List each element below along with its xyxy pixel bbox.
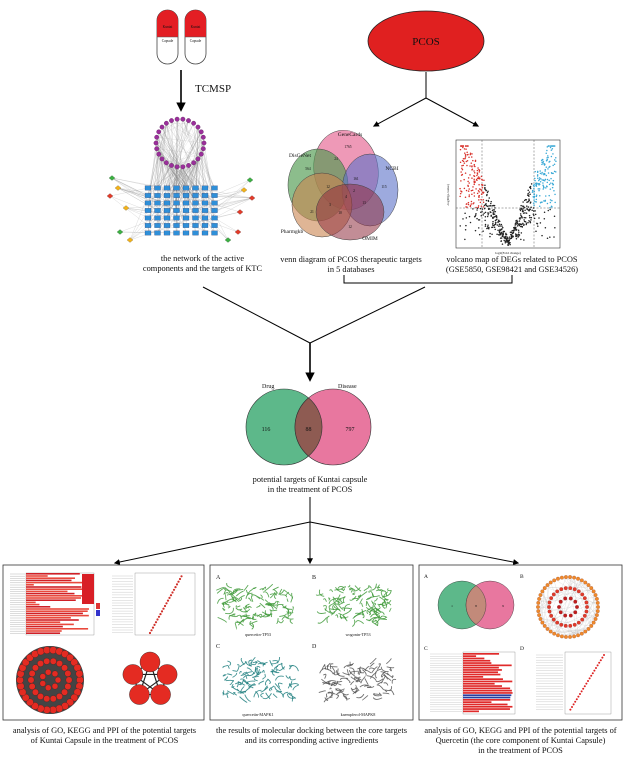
pcos-label: PCOS (412, 36, 440, 48)
svg-text:quercetin-TP53: quercetin-TP53 (245, 632, 271, 637)
svg-text:C: C (216, 644, 220, 650)
capsule-right: Kuntai Capsule (184, 9, 207, 65)
svg-text:3: 3 (329, 203, 331, 207)
svg-text:log2(Fold change): log2(Fold change) (495, 251, 522, 255)
svg-text:B: B (312, 575, 316, 581)
svg-text:161: 161 (353, 177, 359, 181)
svg-text:10: 10 (338, 211, 342, 215)
middle-panel-caption: the results of molecular docking between… (215, 726, 407, 745)
venn5-caption: venn diagram of PCOS therapeutic targets… (280, 255, 422, 274)
svg-text:115: 115 (381, 185, 386, 189)
svg-text:Kuntai: Kuntai (191, 25, 201, 29)
svg-text:-log10(p-value): -log10(p-value) (446, 183, 450, 206)
bottom-arrows (113, 497, 520, 566)
docking-panel: A B C D quercetin-TP53 wogonin-TP53 quer… (216, 575, 397, 717)
svg-text:B: B (520, 574, 524, 580)
panel-middle (209, 564, 414, 721)
svg-text:DisGeNet: DisGeNet (289, 153, 311, 159)
merge-arrows (202, 286, 426, 382)
svg-text:12: 12 (326, 185, 330, 189)
svg-text:88: 88 (306, 427, 312, 433)
svg-text:12: 12 (348, 225, 352, 229)
svg-text:797: 797 (346, 427, 355, 433)
svg-text:OMIM: OMIM (362, 236, 378, 242)
svg-text:wogonin-TP53: wogonin-TP53 (345, 632, 370, 637)
capsule-left: Kuntai Capsule (156, 9, 179, 65)
svg-text:1: 1 (451, 604, 453, 608)
svg-text:Capsule: Capsule (162, 39, 174, 43)
svg-text:8: 8 (475, 604, 477, 608)
svg-text:13: 13 (362, 201, 366, 205)
volcano-caption: volcano map of DEGs related to PCOS(GSE5… (445, 255, 579, 274)
merge-bracket (343, 275, 513, 284)
svg-text:A: A (424, 574, 428, 580)
svg-text:Drug: Drug (262, 384, 274, 390)
svg-text:9: 9 (502, 604, 504, 608)
svg-text:21: 21 (310, 210, 314, 214)
left-panel-content (10, 572, 196, 714)
svg-text:D: D (312, 644, 317, 650)
pcos-ellipse (367, 10, 485, 72)
pcos-branch-arrows (372, 72, 480, 127)
svg-text:Kuntai: Kuntai (163, 25, 173, 29)
svg-text:NCBI: NCBI (385, 166, 398, 172)
svg-text:Capsule: Capsule (190, 39, 202, 43)
svg-text:24: 24 (334, 157, 338, 161)
svg-text:kaempferol-MAPK8: kaempferol-MAPK8 (341, 712, 376, 717)
svg-text:D: D (520, 646, 524, 652)
svg-text:C: C (424, 646, 428, 652)
left-panel-caption: analysis of GO, KEGG and PPI of the pote… (12, 726, 197, 745)
svg-text:564: 564 (305, 167, 311, 171)
volcano-plot: -log10(p-value) log2(Fold change) (446, 139, 561, 255)
svg-text:quercetin-MAPK1: quercetin-MAPK1 (242, 712, 273, 717)
venn2-diagram: Drug Disease 116 88 797 (245, 384, 372, 466)
svg-text:Disease: Disease (338, 384, 357, 390)
right-panel-content: A B C D 1 8 9 (424, 574, 612, 715)
network-graph (106, 116, 256, 243)
venn5-diagram: GeneCards DisGeNet NCBI Pharmgkb OMIM 17… (281, 129, 399, 242)
tcmsp-label: TCMSP (195, 83, 231, 95)
svg-text:1765: 1765 (344, 145, 351, 149)
svg-text:2: 2 (353, 189, 355, 193)
right-panel-caption: analysis of GO, KEGG and PPI of the pote… (424, 726, 617, 755)
svg-text:GeneCards: GeneCards (338, 132, 362, 138)
svg-text:116: 116 (262, 427, 271, 433)
svg-text:4: 4 (345, 195, 347, 199)
svg-text:Pharmgkb: Pharmgkb (281, 229, 304, 235)
svg-text:A: A (216, 575, 221, 581)
